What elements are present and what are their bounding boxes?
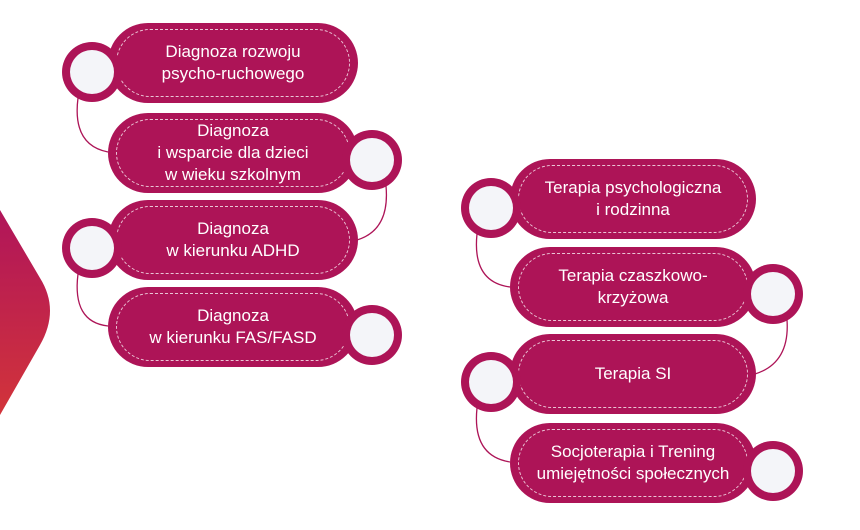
item-label: Socjoterapia i Trening umiejętności społ…: [536, 442, 730, 483]
node-circle-icon: [342, 305, 402, 365]
node-circle-icon: [62, 42, 122, 102]
item-label: Terapia czaszkowo- krzyżowa: [558, 266, 708, 307]
item-label: Diagnoza i wsparcie dla dzieci w wieku s…: [157, 121, 309, 184]
node-circle-icon: [342, 130, 402, 190]
node-circle-icon: [62, 218, 122, 278]
connectors: [76, 97, 788, 463]
item-label: Diagnoza rozwoju psycho-ruchowego: [161, 42, 305, 83]
therapy-item-3[interactable]: Terapia SI: [510, 334, 756, 414]
item-label: Terapia SI: [594, 364, 672, 383]
node-circle-icon: [743, 441, 803, 501]
diagnosis-item-1[interactable]: Diagnoza rozwoju psycho-ruchowego: [108, 23, 358, 103]
decorative-shape: [0, 210, 50, 415]
diagnosis-item-2[interactable]: Diagnoza i wsparcie dla dzieci w wieku s…: [108, 113, 358, 193]
node-circle-icon: [743, 264, 803, 324]
therapy-item-2[interactable]: Terapia czaszkowo- krzyżowa: [510, 247, 756, 327]
node-circle-icon: [461, 352, 521, 412]
diagnosis-item-4[interactable]: Diagnoza w kierunku FAS/FASD: [108, 287, 358, 367]
node-circle-icon: [461, 178, 521, 238]
item-label: Diagnoza w kierunku FAS/FASD: [149, 306, 317, 347]
item-label: Diagnoza w kierunku ADHD: [166, 219, 300, 260]
item-label: Terapia psychologiczna i rodzinna: [544, 178, 722, 219]
therapy-item-1[interactable]: Terapia psychologiczna i rodzinna: [510, 159, 756, 239]
diagnosis-item-3[interactable]: Diagnoza w kierunku ADHD: [108, 200, 358, 280]
therapy-item-4[interactable]: Socjoterapia i Trening umiejętności społ…: [510, 423, 756, 503]
